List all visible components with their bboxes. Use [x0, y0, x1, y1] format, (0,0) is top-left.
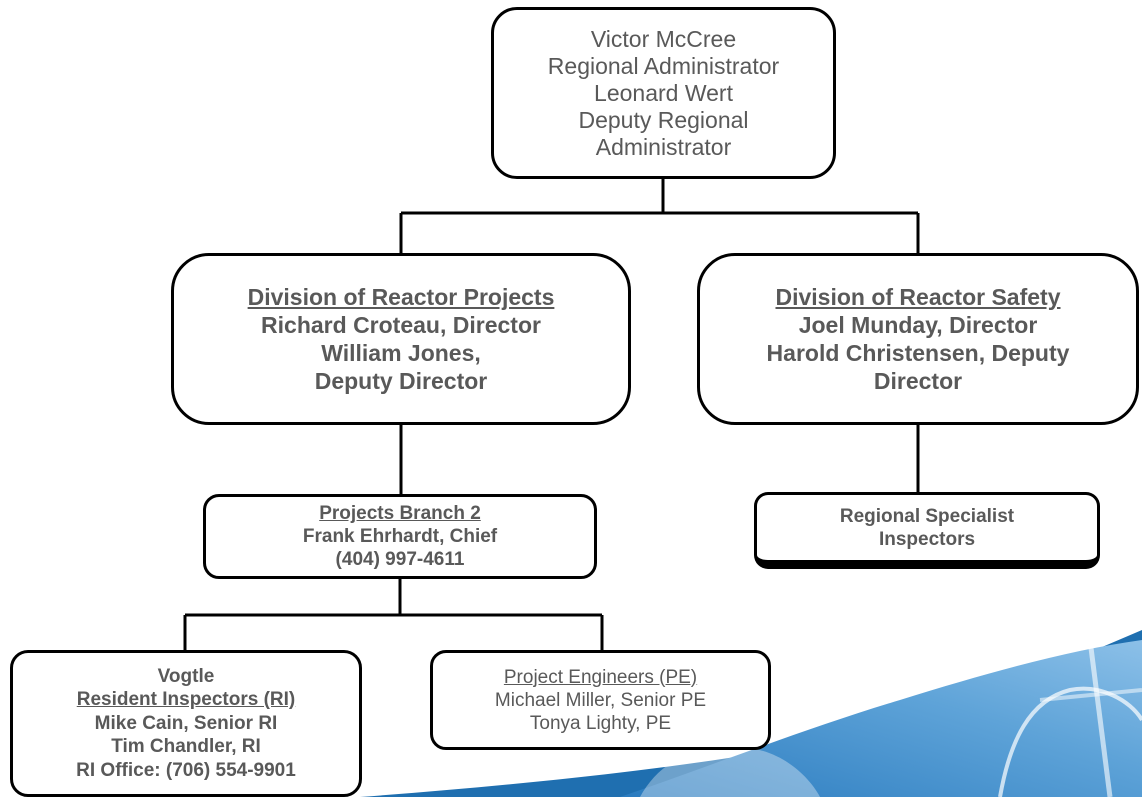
branch2-title: Projects Branch 2 — [319, 503, 481, 524]
drp-deputy-name: William Jones, — [321, 340, 481, 366]
deputy-administrator-title-2: Administrator — [595, 133, 732, 160]
ri-title: Resident Inspectors (RI) — [76, 689, 296, 711]
ri-office-phone: RI Office: (706) 554-9901 — [76, 759, 296, 781]
drs-deputy-name: Harold Christensen, Deputy — [766, 340, 1070, 366]
resident-inspectors-box: Vogtle Resident Inspectors (RI) Mike Cai… — [10, 650, 362, 797]
project-engineers-box: Project Engineers (PE) Michael Miller, S… — [430, 650, 771, 750]
division-reactor-projects-box: Division of Reactor Projects Richard Cro… — [171, 253, 631, 425]
ri-site: Vogtle — [157, 665, 215, 687]
drs-title: Division of Reactor Safety — [775, 284, 1061, 310]
drp-director: Richard Croteau, Director — [261, 312, 541, 338]
drs-director: Joel Munday, Director — [798, 312, 1038, 338]
division-reactor-safety-box: Division of Reactor Safety Joel Munday, … — [697, 253, 1139, 425]
deputy-administrator-title-1: Deputy Regional — [578, 106, 749, 133]
projects-branch-2-box: Projects Branch 2 Frank Ehrhardt, Chief … — [203, 494, 597, 579]
drp-deputy-title: Deputy Director — [314, 368, 488, 394]
regional-administrator-title: Regional Administrator — [547, 52, 780, 79]
pe-title: Project Engineers (PE) — [503, 666, 698, 688]
specialists-line-2: Inspectors — [878, 528, 976, 550]
branch2-chief: Frank Ehrhardt, Chief — [302, 526, 498, 547]
deputy-administrator-name: Leonard Wert — [594, 79, 733, 106]
ri-resident: Tim Chandler, RI — [111, 736, 261, 758]
ri-senior: Mike Cain, Senior RI — [94, 712, 278, 734]
branch2-phone: (404) 997-4611 — [335, 549, 465, 570]
regional-administrator-name: Victor McCree — [590, 25, 737, 52]
specialists-line-1: Regional Specialist — [839, 505, 1015, 527]
drp-title: Division of Reactor Projects — [247, 284, 555, 310]
drs-deputy-title: Director — [873, 368, 963, 394]
regional-specialist-inspectors-box: Regional Specialist Inspectors — [754, 492, 1100, 569]
regional-administrator-box: Victor McCree Regional Administrator Leo… — [491, 7, 836, 179]
pe-engineer: Tonya Lighty, PE — [529, 712, 672, 734]
pe-senior: Michael Miller, Senior PE — [494, 689, 707, 711]
